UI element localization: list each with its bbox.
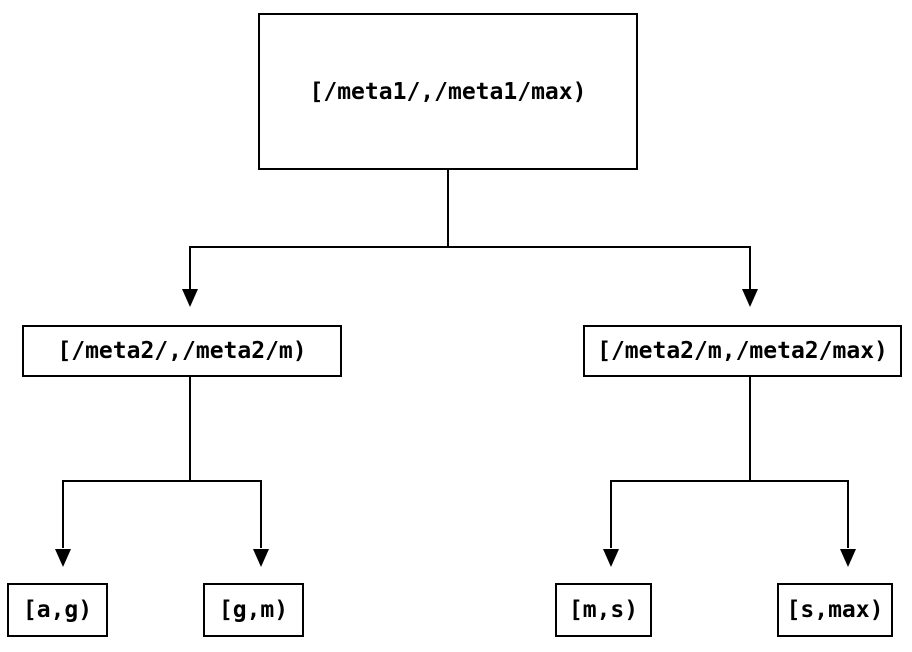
connector-drop-to-left-child	[189, 246, 191, 289]
connector-drop-to-leaf-ag	[62, 480, 64, 548]
leaf-m-s-label: [m,s)	[568, 597, 639, 623]
arrow-down-icon	[603, 549, 619, 567]
arrow-down-icon	[742, 289, 758, 307]
arrow-down-icon	[840, 549, 856, 567]
node-meta2-left-label: [/meta2/,/meta2/m)	[57, 338, 307, 364]
connector-drop-to-leaf-gm	[260, 480, 262, 548]
connector-drop-to-right-child	[749, 246, 751, 289]
node-meta2-right: [/meta2/m,/meta2/max)	[583, 325, 902, 377]
node-meta2-right-label: [/meta2/m,/meta2/max)	[597, 338, 888, 364]
leaf-s-max-label: [s,max)	[786, 597, 884, 623]
arrow-down-icon	[182, 289, 198, 307]
leaf-m-s: [m,s)	[555, 583, 652, 637]
connector-meta2-right-stem	[749, 377, 751, 482]
node-root: [/meta1/,/meta1/max)	[258, 13, 638, 170]
connector-drop-to-leaf-ms	[610, 480, 612, 548]
connector-meta2-left-stem	[189, 377, 191, 482]
connector-right-subtree-bar	[610, 480, 849, 482]
leaf-g-m-label: [g,m)	[218, 597, 289, 623]
leaf-s-max: [s,max)	[777, 583, 893, 637]
node-meta2-left: [/meta2/,/meta2/m)	[22, 325, 342, 377]
arrow-down-icon	[253, 549, 269, 567]
leaf-a-g: [a,g)	[7, 583, 108, 637]
arrow-down-icon	[55, 549, 71, 567]
connector-drop-to-leaf-smax	[847, 480, 849, 548]
leaf-g-m: [g,m)	[203, 583, 304, 637]
leaf-a-g-label: [a,g)	[22, 597, 93, 623]
connector-left-subtree-bar	[62, 480, 262, 482]
node-root-label: [/meta1/,/meta1/max)	[309, 78, 587, 105]
connector-level1-bar	[189, 246, 751, 248]
connector-root-trunk	[447, 170, 449, 247]
